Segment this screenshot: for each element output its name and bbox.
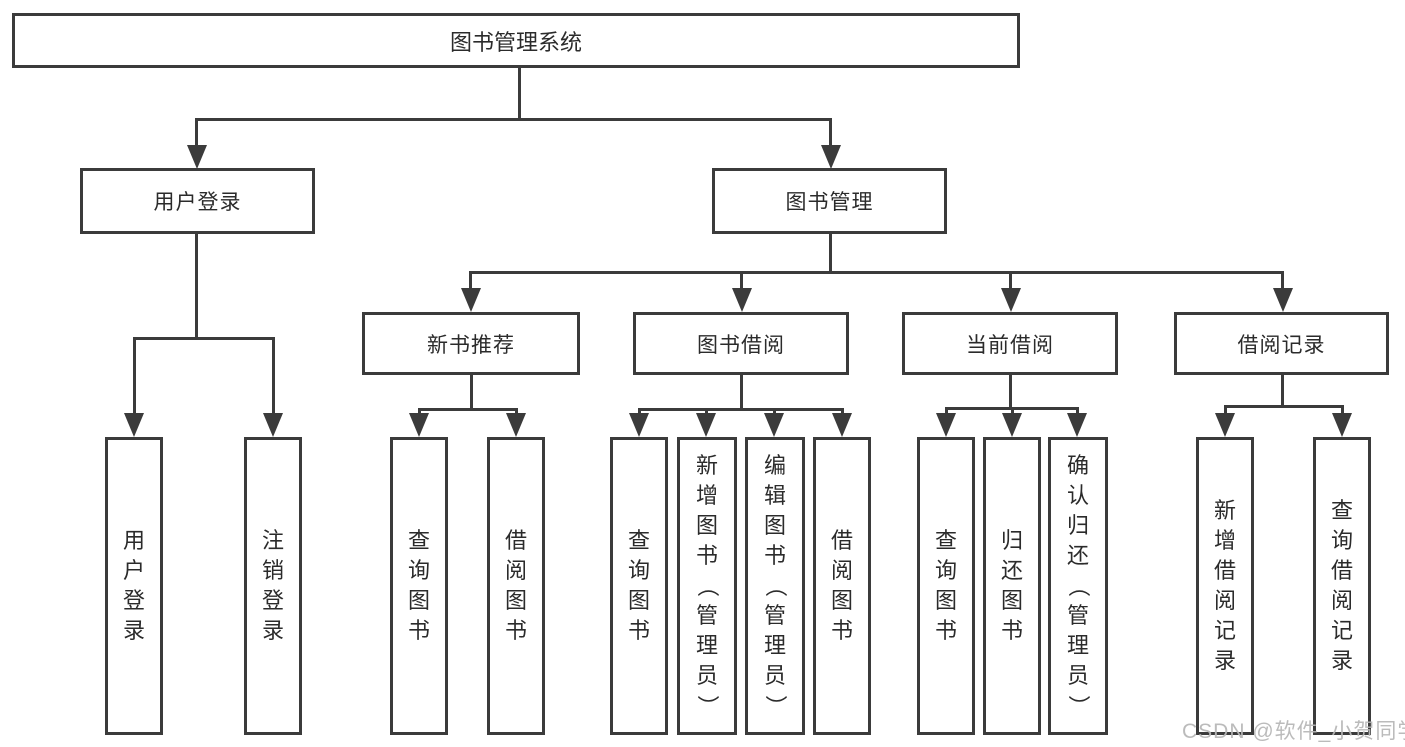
arrow-down-icon (832, 413, 852, 437)
connector-line (133, 337, 136, 417)
node-root: 图书管理系统 (12, 13, 1020, 68)
connector-line (133, 337, 275, 340)
leaf-query-books-recommend: 查询图书 (390, 437, 448, 735)
leaf-borrow-books-recommend: 借阅图书 (487, 437, 545, 735)
arrow-down-icon (187, 145, 207, 169)
leaf-label: 编辑图书（管理员） (762, 453, 788, 718)
connector-line (470, 375, 473, 408)
connector-line (773, 408, 776, 417)
leaf-label: 查询借阅记录 (1330, 498, 1353, 673)
connector-line (740, 375, 743, 408)
connector-line (1076, 407, 1079, 417)
connector-line (638, 408, 641, 417)
connector-line (1224, 405, 1344, 408)
leaf-query-books-borrow: 查询图书 (610, 437, 668, 735)
connector-line (1009, 375, 1012, 407)
arrow-down-icon (732, 288, 752, 312)
leaf-label: 借阅图书 (830, 528, 853, 643)
arrow-down-icon (936, 413, 956, 437)
arrow-down-icon (409, 413, 429, 437)
node-label: 借阅记录 (1237, 333, 1326, 357)
node-label: 当前借阅 (966, 333, 1054, 357)
leaf-edit-books-admin: 编辑图书（管理员） (745, 437, 805, 735)
arrow-down-icon (764, 413, 784, 437)
arrow-down-icon (1002, 413, 1022, 437)
connector-line (1224, 405, 1227, 417)
leaf-logout: 注销登录 (244, 437, 302, 735)
leaf-label: 查询图书 (407, 528, 430, 643)
node-label: 用户登录 (153, 191, 242, 214)
node-book-borrow: 图书借阅 (633, 312, 849, 375)
connector-line (418, 408, 518, 411)
connector-line (1009, 271, 1012, 292)
arrow-down-icon (821, 145, 841, 169)
leaf-label: 借阅图书 (504, 528, 527, 643)
leaf-add-books-admin: 新增图书（管理员） (677, 437, 737, 735)
arrow-down-icon (124, 413, 144, 437)
connector-line (705, 408, 708, 417)
connector-line (518, 68, 521, 118)
node-label: 图书管理 (785, 191, 874, 214)
connector-line (469, 271, 472, 292)
connector-line (1281, 271, 1284, 292)
leaf-add-borrow-record: 新增借阅记录 (1196, 437, 1254, 735)
leaf-label: 归还图书 (1000, 528, 1023, 643)
arrow-down-icon (1332, 413, 1352, 437)
connector-line (1281, 375, 1284, 405)
connector-line (945, 407, 948, 417)
connector-line (272, 337, 275, 417)
arrow-down-icon (629, 413, 649, 437)
leaf-query-books-current: 查询图书 (917, 437, 975, 735)
leaf-label: 用户登录 (122, 528, 145, 643)
connector-line (195, 234, 198, 337)
arrow-down-icon (461, 288, 481, 312)
node-root-label: 图书管理系统 (449, 29, 582, 55)
connector-line (829, 234, 832, 271)
arrow-down-icon (1067, 413, 1087, 437)
node-new-book-recommend: 新书推荐 (362, 312, 580, 375)
connector-line (195, 118, 198, 148)
leaf-user-login: 用户登录 (105, 437, 163, 735)
leaf-label: 注销登录 (261, 528, 284, 643)
leaf-label: 新增图书（管理员） (694, 453, 720, 718)
connector-line (469, 271, 1284, 274)
arrow-down-icon (1215, 413, 1235, 437)
leaf-confirm-return-admin: 确认归还（管理员） (1048, 437, 1108, 735)
leaf-label: 新增借阅记录 (1213, 498, 1236, 673)
arrow-down-icon (263, 413, 283, 437)
connector-line (829, 118, 832, 148)
connector-line (515, 408, 518, 417)
leaf-label: 查询图书 (627, 528, 650, 643)
connector-line (195, 118, 832, 121)
leaf-query-borrow-record: 查询借阅记录 (1313, 437, 1371, 735)
node-book-management: 图书管理 (712, 168, 947, 234)
arrow-down-icon (1001, 288, 1021, 312)
connector-line (1341, 405, 1344, 417)
node-label: 图书借阅 (697, 333, 785, 357)
arrow-down-icon (696, 413, 716, 437)
leaf-borrow-books: 借阅图书 (813, 437, 871, 735)
arrow-down-icon (1273, 288, 1293, 312)
csdn-watermark: CSDN @软件_小贺同学 (1182, 720, 1405, 743)
leaf-label: 查询图书 (934, 528, 957, 643)
arrow-down-icon (506, 413, 526, 437)
connector-line (841, 408, 844, 417)
node-user-login-branch: 用户登录 (80, 168, 315, 234)
connector-line (740, 271, 743, 292)
connector-line (1011, 407, 1014, 417)
connector-line (418, 408, 421, 417)
node-borrow-records: 借阅记录 (1174, 312, 1389, 375)
leaf-return-books: 归还图书 (983, 437, 1041, 735)
node-label: 新书推荐 (427, 333, 515, 357)
connector-line (638, 408, 844, 411)
leaf-label: 确认归还（管理员） (1065, 453, 1091, 718)
node-current-borrow: 当前借阅 (902, 312, 1118, 375)
